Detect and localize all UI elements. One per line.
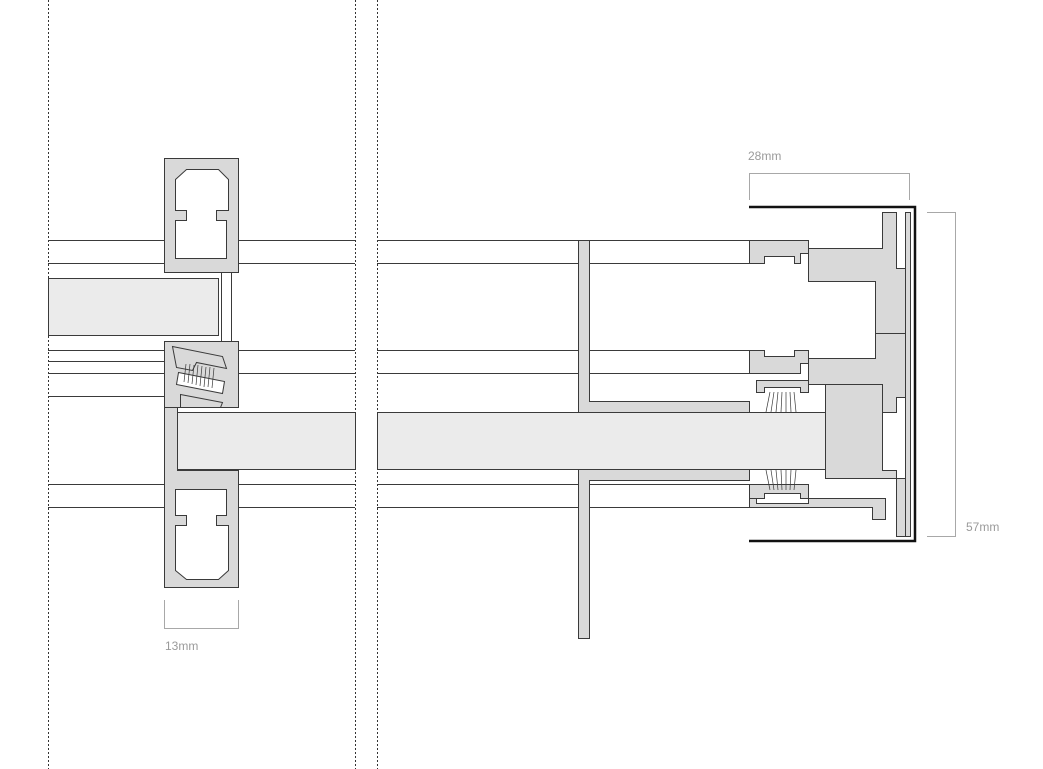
glass-panel-left — [48, 278, 219, 336]
vertical-fin — [578, 240, 750, 639]
dimension-label-28mm: 28mm — [748, 149, 781, 163]
break-lines — [48, 0, 378, 769]
dimension-13mm: 13mm — [164, 600, 239, 653]
dimension-57mm: 57mm — [927, 212, 999, 537]
brush-seal-right-lower — [765, 469, 797, 491]
dimension-label-13mm: 13mm — [165, 639, 198, 653]
brush-seal-left — [171, 345, 228, 408]
profile-right-frame — [749, 212, 911, 537]
dimension-28mm: 28mm — [748, 149, 910, 200]
dimension-label-57mm: 57mm — [966, 520, 999, 534]
brush-seal-right-upper — [765, 391, 797, 413]
glass-panel-main-left — [177, 412, 356, 470]
section-lines-left — [48, 240, 355, 508]
glass-panel-main-right — [377, 412, 826, 470]
section-lines-right — [377, 240, 749, 508]
frame-edge — [749, 205, 917, 543]
